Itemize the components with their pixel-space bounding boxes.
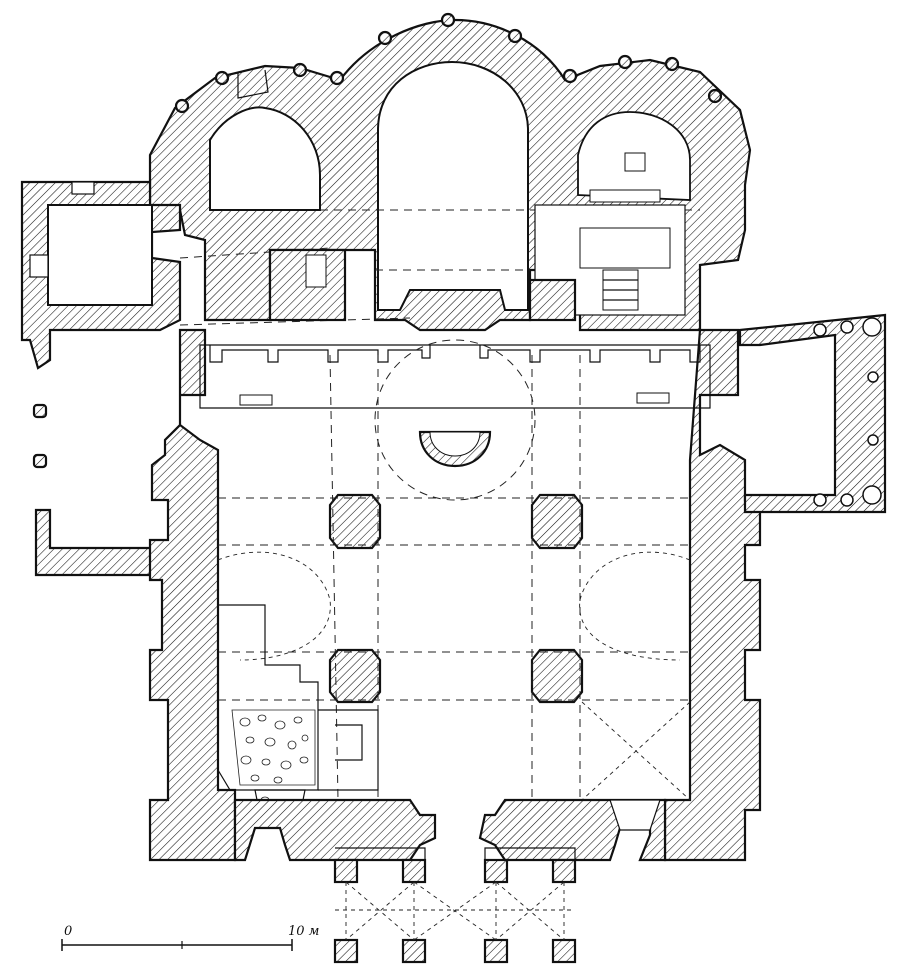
- porch-pier: [483, 858, 509, 884]
- scale-end-label: 10 м: [288, 924, 319, 939]
- west-wall-left: [233, 798, 437, 862]
- north-wall: [148, 328, 237, 862]
- north-annex: [20, 180, 182, 370]
- pier-nw: [328, 493, 382, 550]
- porch-pier: [333, 858, 359, 884]
- west-entrance: [233, 798, 667, 964]
- diakonikon-detail: [268, 152, 686, 322]
- porch-pier: [483, 938, 509, 964]
- nave: [148, 209, 762, 862]
- porch-pier: [551, 938, 577, 964]
- north-porch: [32, 403, 164, 577]
- scale-start-label: 0: [64, 924, 72, 939]
- pier-se: [530, 648, 584, 704]
- pier-ne: [530, 493, 584, 550]
- south-wall: [663, 328, 762, 862]
- chancel-barrier: [209, 345, 701, 363]
- scale-bar: 0 10 м: [61, 924, 319, 951]
- porch-pier: [401, 938, 427, 964]
- porch-pier: [551, 858, 577, 884]
- south-porch: [738, 313, 887, 514]
- porch-pier: [401, 858, 427, 884]
- pier-sw: [328, 648, 382, 704]
- excavation-area: [217, 604, 379, 826]
- vault-projection: [179, 209, 700, 801]
- porch-pier: [333, 938, 359, 964]
